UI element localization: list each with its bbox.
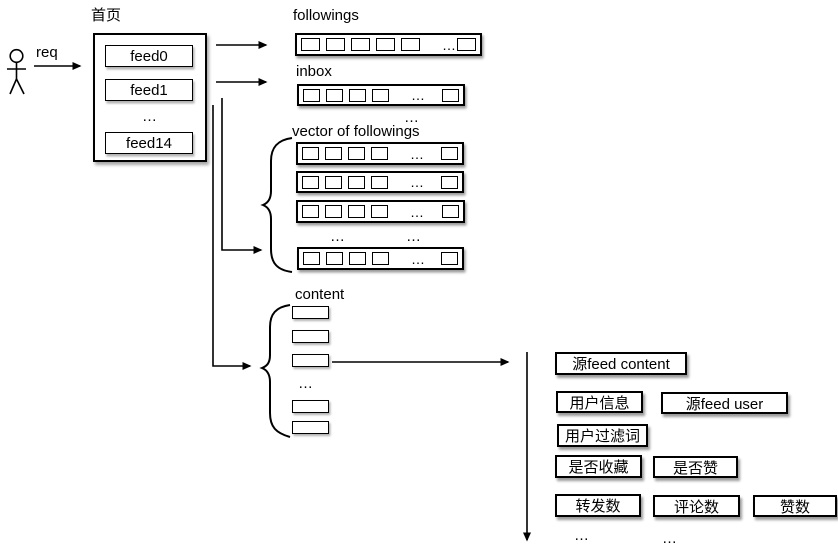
vector-ellipsis: … xyxy=(330,228,346,245)
array-cell xyxy=(442,88,459,102)
array-cell xyxy=(441,147,458,160)
array-ellipsis: … xyxy=(442,36,457,53)
array-cell xyxy=(351,38,370,51)
user-actor-icon xyxy=(7,48,26,95)
vector-row: … xyxy=(296,142,464,165)
content-label: content xyxy=(295,286,345,303)
followings-array: … xyxy=(295,33,482,56)
content-slot xyxy=(292,421,329,434)
inbox-array: … xyxy=(297,84,465,106)
array-cell xyxy=(371,147,388,160)
array-cell xyxy=(457,38,476,51)
content-brace xyxy=(259,304,291,438)
vector-brace xyxy=(260,137,293,273)
array-cell xyxy=(401,38,420,51)
array-cell xyxy=(372,252,389,265)
array-cell xyxy=(326,38,345,51)
feed-item: feed1 xyxy=(105,79,193,101)
array-cell xyxy=(372,88,389,102)
vector-row: … xyxy=(297,247,464,270)
array-cell xyxy=(371,175,388,189)
array-cell xyxy=(348,175,365,189)
array-cell xyxy=(348,205,365,218)
array-cell xyxy=(302,205,319,218)
homepage-title: 首页 xyxy=(91,7,122,24)
content-slot xyxy=(292,400,329,413)
detail-source-feed-user: 源feed user xyxy=(661,392,788,414)
feed-item: feed0 xyxy=(105,45,193,67)
array-cell xyxy=(442,205,459,218)
detail-user-filter-words: 用户过滤词 xyxy=(557,424,648,447)
array-ellipsis: … xyxy=(411,87,426,103)
array-ellipsis: … xyxy=(410,145,425,162)
array-cell xyxy=(376,38,395,51)
detail-ellipsis: … xyxy=(574,527,590,544)
array-cell xyxy=(326,88,343,102)
content-slot xyxy=(292,330,329,343)
array-cell xyxy=(325,205,342,218)
inbox-label: inbox xyxy=(296,63,332,80)
array-cell xyxy=(371,205,388,218)
array-cell xyxy=(349,88,366,102)
mid-ellipsis: … xyxy=(404,109,420,126)
content-slot xyxy=(292,306,329,319)
vector-arrow xyxy=(221,98,263,254)
array-cell xyxy=(301,38,320,51)
followings-label: followings xyxy=(293,7,359,24)
vector-row: … xyxy=(296,171,464,193)
detail-source-feed-content: 源feed content xyxy=(555,352,687,375)
vector-ellipsis: … xyxy=(406,228,422,245)
homepage-ellipsis: … xyxy=(142,108,158,125)
array-cell xyxy=(303,88,320,102)
detail-user-info: 用户信息 xyxy=(556,391,643,413)
content-slot xyxy=(292,354,329,367)
vector-label: vector of followings xyxy=(292,123,420,140)
detail-is-liked: 是否赞 xyxy=(653,456,738,478)
array-cell xyxy=(303,252,320,265)
array-cell xyxy=(302,175,319,189)
array-cell xyxy=(348,147,365,160)
array-ellipsis: … xyxy=(410,174,425,190)
content-ellipsis: … xyxy=(298,375,314,392)
array-cell xyxy=(441,252,458,265)
content-arrow xyxy=(212,105,252,370)
detail-like-count: 赞数 xyxy=(753,495,837,517)
detail-comment-count: 评论数 xyxy=(653,495,740,517)
detail-is-favorite: 是否收藏 xyxy=(555,455,642,478)
detail-ellipsis: … xyxy=(662,530,678,547)
detail-repost-count: 转发数 xyxy=(555,494,641,517)
array-cell xyxy=(349,252,366,265)
array-cell xyxy=(325,175,342,189)
array-ellipsis: … xyxy=(410,203,425,220)
array-cell xyxy=(326,252,343,265)
array-cell xyxy=(302,147,319,160)
vector-row: … xyxy=(296,200,465,223)
req-label: req xyxy=(36,44,58,61)
array-ellipsis: … xyxy=(411,250,426,267)
array-cell xyxy=(441,175,458,189)
array-cell xyxy=(325,147,342,160)
feed-item: feed14 xyxy=(105,132,193,154)
